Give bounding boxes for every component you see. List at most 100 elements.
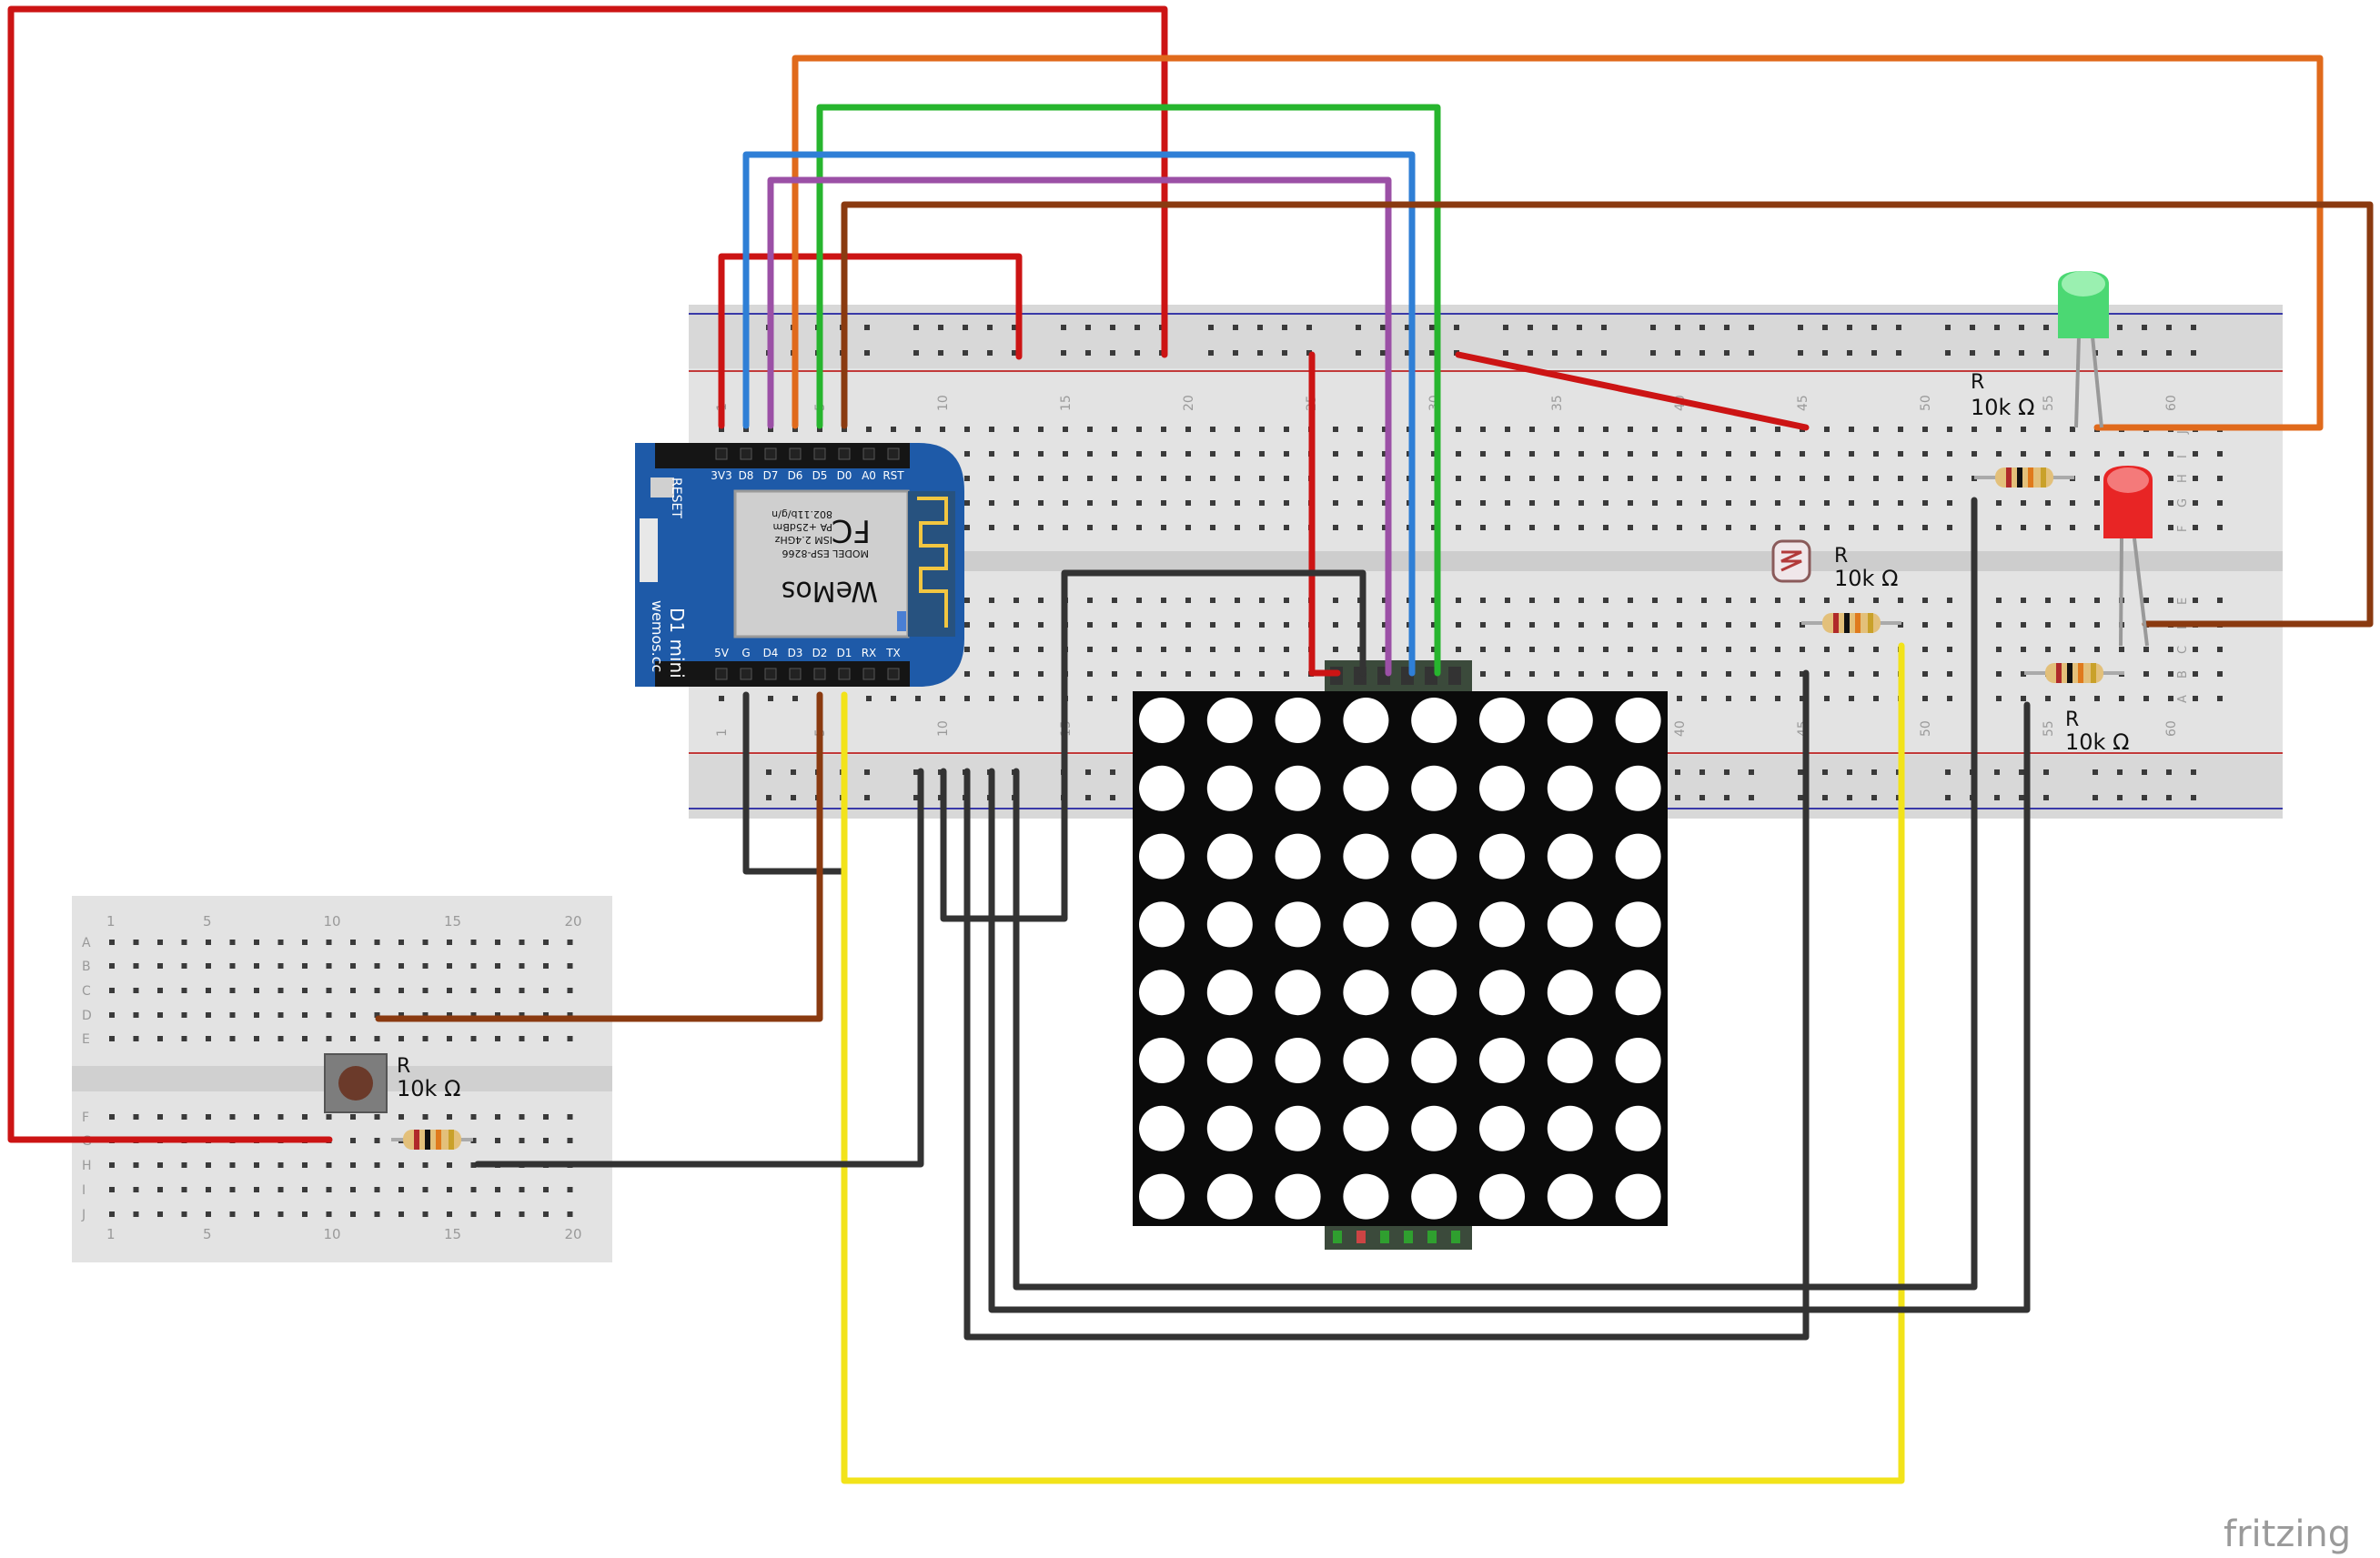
matrix-led (1139, 970, 1185, 1016)
wemos-pin (764, 447, 777, 460)
breadboard-hole (1947, 500, 1952, 506)
breadboard-hole (989, 647, 994, 652)
matrix-led (1343, 901, 1389, 948)
breadboard-hole (1677, 598, 1682, 603)
breadboard-hole (374, 1187, 380, 1192)
breadboard-hole (2217, 500, 2223, 506)
matrix-led (1615, 698, 1661, 743)
wemos-pin-label: D0 (837, 469, 852, 482)
breadboard-hole (1480, 647, 1486, 652)
breadboard-hole (1750, 622, 1756, 628)
matrix-led (1615, 970, 1661, 1016)
wemos-site: wemos.cc (649, 600, 666, 672)
breadboard-hole (567, 988, 573, 993)
rail-hole (1503, 325, 1508, 330)
matrix-pin (1333, 1231, 1342, 1243)
breadboard-hole (1996, 671, 2002, 677)
breadboard-hole (1529, 598, 1535, 603)
rail-hole (1110, 769, 1115, 775)
rail-hole (1282, 325, 1287, 330)
rail-hole (1675, 325, 1680, 330)
breadboard-hole (989, 427, 994, 432)
breadboard-hole (2217, 451, 2223, 457)
breadboard-hole (2193, 671, 2198, 677)
breadboard-hole (1456, 476, 1461, 481)
breadboard-hole (1922, 500, 1928, 506)
matrix-led (1343, 1105, 1389, 1151)
matrix-led (1343, 970, 1389, 1016)
breadboard-hole (1873, 598, 1879, 603)
rail-hole (1012, 325, 1017, 330)
breadboard-hole (1578, 427, 1584, 432)
rail-hole (864, 769, 870, 775)
rail-hole (1798, 325, 1803, 330)
breadboard-hole (1112, 500, 1117, 506)
push-button[interactable] (324, 1053, 388, 1113)
rail-hole (2117, 350, 2123, 356)
resistor-label-r4: R (397, 1055, 410, 1078)
resistors (391, 467, 2124, 1150)
wemos-pin (813, 668, 826, 680)
column-number: 10 (936, 395, 951, 411)
matrix-led (1411, 765, 1457, 811)
breadboard-hole (109, 988, 115, 993)
breadboard-hole (1922, 476, 1928, 481)
breadboard-hole (1726, 696, 1731, 701)
resistor-r1-band (2006, 467, 2012, 488)
rail-hole (1528, 350, 1533, 356)
rail-hole (1012, 350, 1017, 356)
breadboard-hole (1701, 647, 1707, 652)
breadboard-hole (1136, 476, 1142, 481)
rail-hole (913, 350, 919, 356)
breadboard-hole (374, 988, 380, 993)
breadboard-hole (157, 940, 163, 945)
breadboard-hole (1996, 500, 2002, 506)
breadboard-hole (543, 963, 549, 969)
breadboard-hole (1628, 647, 1633, 652)
breadboard-hole (2119, 647, 2124, 652)
breadboard-hole (1996, 427, 2002, 432)
rail-hole (1380, 350, 1386, 356)
breadboard-hole (109, 963, 115, 969)
breadboard-hole (1554, 598, 1559, 603)
matrix-led (1547, 970, 1593, 1016)
breadboard-hole (422, 940, 429, 945)
breadboard-hole (2217, 647, 2223, 652)
resistor-r4-band (449, 1130, 454, 1150)
matrix-led (1275, 698, 1321, 743)
breadboard-hole (1063, 451, 1068, 457)
breadboard-hole (109, 1162, 115, 1168)
breadboard-hole (1578, 451, 1584, 457)
breadboard-hole (302, 1187, 308, 1192)
breadboard-hole (1038, 525, 1044, 530)
rail-hole (1798, 769, 1803, 775)
rail-hole (1871, 769, 1877, 775)
breadboard-hole (1014, 476, 1019, 481)
rail-hole (1552, 350, 1558, 356)
rail-hole (1699, 350, 1705, 356)
breadboard-hole (181, 1162, 187, 1168)
breadboard-hole (543, 1138, 549, 1143)
breadboard-hole (1505, 598, 1510, 603)
breadboard-hole (1210, 622, 1215, 628)
breadboard-hole (1750, 696, 1756, 701)
wire-black-gnd (742, 691, 848, 875)
breadboard-hole (206, 1187, 211, 1192)
rail-hole (2019, 325, 2024, 330)
breadboard-hole (1087, 671, 1093, 677)
matrix-pin (1356, 1231, 1366, 1243)
breadboard-hole (447, 1114, 452, 1120)
breadboard-hole (1628, 671, 1633, 677)
rail-hole (1282, 350, 1287, 356)
breadboard-hole (1136, 525, 1142, 530)
breadboard-hole (109, 1012, 115, 1018)
breadboard-hole (1677, 647, 1682, 652)
rail-hole (2191, 795, 2196, 800)
column-number: 5 (203, 1226, 212, 1242)
breadboard-hole (1628, 525, 1633, 530)
breadboard-hole (1775, 427, 1780, 432)
breadboard-hole (2021, 598, 2026, 603)
breadboard-hole (1947, 696, 1952, 701)
rail-hole (1577, 350, 1582, 356)
